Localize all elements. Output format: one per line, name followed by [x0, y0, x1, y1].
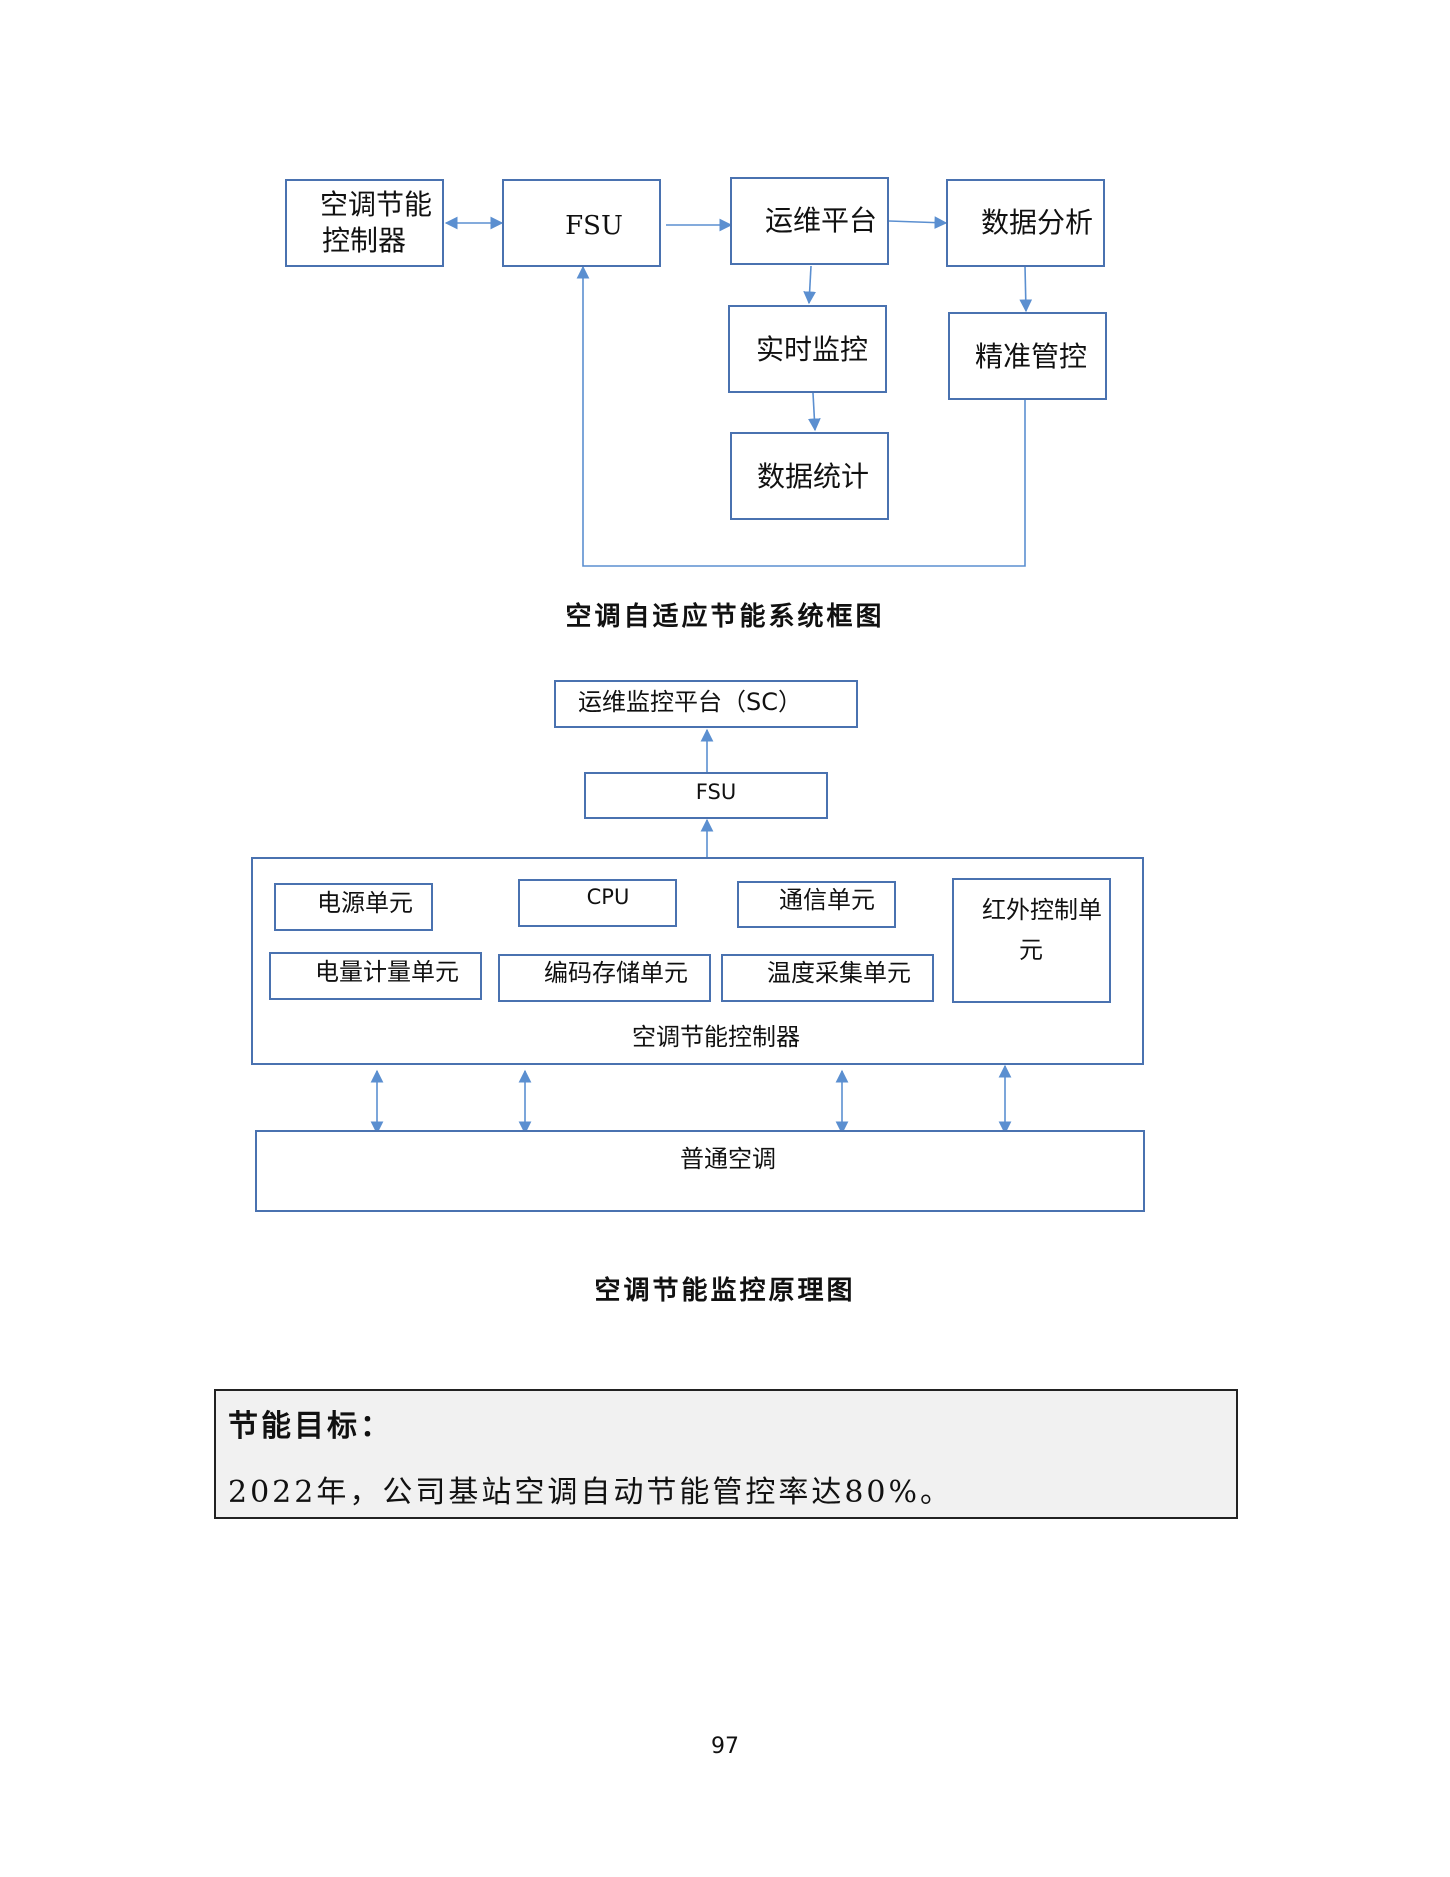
unit-power-label: 电源单元: [317, 889, 413, 917]
node-sc-platform-label: 运维监控平台（SC）: [578, 688, 802, 716]
node-ops-platform-label: 运维平台: [765, 204, 877, 237]
node-controller-line2: 控制器: [322, 224, 406, 257]
node-data-statistics-label: 数据统计: [757, 460, 869, 493]
node-controller-line1: 空调节能: [320, 188, 432, 221]
unit-cpu: CPU: [518, 879, 677, 927]
unit-power: 电源单元: [274, 883, 433, 931]
node-data-analysis-label: 数据分析: [981, 206, 1093, 239]
unit-temperature-collection: 温度采集单元: [721, 954, 934, 1002]
arrow-monitor-statistics: [807, 392, 821, 432]
unit-communication-label: 通信单元: [779, 886, 875, 914]
controller-container-label: 空调节能控制器: [632, 1023, 800, 1051]
node-ordinary-ac-label: 普通空调: [680, 1145, 776, 1173]
monitoring-principle-diagram: 运维监控平台（SC） FSU 空调节能控制器 电源单元 CPU 通信单元 红外控…: [251, 680, 1145, 1212]
unit-temperature-collection-label: 温度采集单元: [767, 959, 911, 987]
node-fsu-2-label: FSU: [696, 780, 736, 804]
node-data-statistics: 数据统计: [730, 432, 889, 520]
unit-metering: 电量计量单元: [269, 952, 482, 1000]
diagram1-caption: 空调自适应节能系统框图: [565, 602, 885, 632]
unit-infrared-control-line2: 元: [1019, 936, 1043, 964]
node-fsu-2: FSU: [584, 772, 828, 819]
node-data-analysis: 数据分析: [946, 179, 1105, 267]
node-fsu-label: FSU: [565, 211, 623, 241]
unit-encoding-storage-label: 编码存储单元: [544, 959, 688, 987]
unit-infrared-control-line1: 红外控制单: [982, 896, 1102, 924]
node-realtime-monitor: 实时监控: [728, 305, 887, 393]
energy-target-text: 2022年，公司基站空调自动节能管控率达80%。: [228, 1475, 954, 1510]
system-block-diagram: 空调节能 控制器 FSU 运维平台 数据分析 实时监控 精准管控 数据统计: [285, 177, 1107, 567]
arrow-ops-analysis: [888, 216, 948, 229]
energy-target-title: 节能目标：: [228, 1409, 393, 1444]
node-sc-platform: 运维监控平台（SC）: [554, 680, 858, 728]
node-ops-platform: 运维平台: [730, 177, 889, 265]
node-ordinary-ac: 普通空调: [255, 1130, 1145, 1212]
node-precise-control: 精准管控: [948, 312, 1107, 400]
unit-encoding-storage: 编码存储单元: [498, 954, 711, 1002]
node-fsu: FSU: [502, 179, 661, 267]
arrow-ops-monitor: [803, 265, 817, 305]
unit-cpu-label: CPU: [587, 885, 630, 909]
diagram2-caption: 空调节能监控原理图: [594, 1276, 856, 1306]
node-realtime-monitor-label: 实时监控: [756, 333, 868, 366]
arrow-analysis-control: [1019, 265, 1033, 313]
node-precise-control-label: 精准管控: [975, 340, 1087, 373]
page-number: 97: [711, 1734, 739, 1759]
unit-communication: 通信单元: [737, 881, 896, 928]
unit-metering-label: 电量计量单元: [315, 958, 459, 986]
unit-infrared-control: 红外控制单 元: [952, 878, 1111, 1003]
feedback-control-to-fsu: [576, 265, 1026, 567]
node-controller: 空调节能 控制器: [285, 179, 444, 267]
energy-target-box: 节能目标： 2022年，公司基站空调自动节能管控率达80%。: [214, 1389, 1238, 1519]
